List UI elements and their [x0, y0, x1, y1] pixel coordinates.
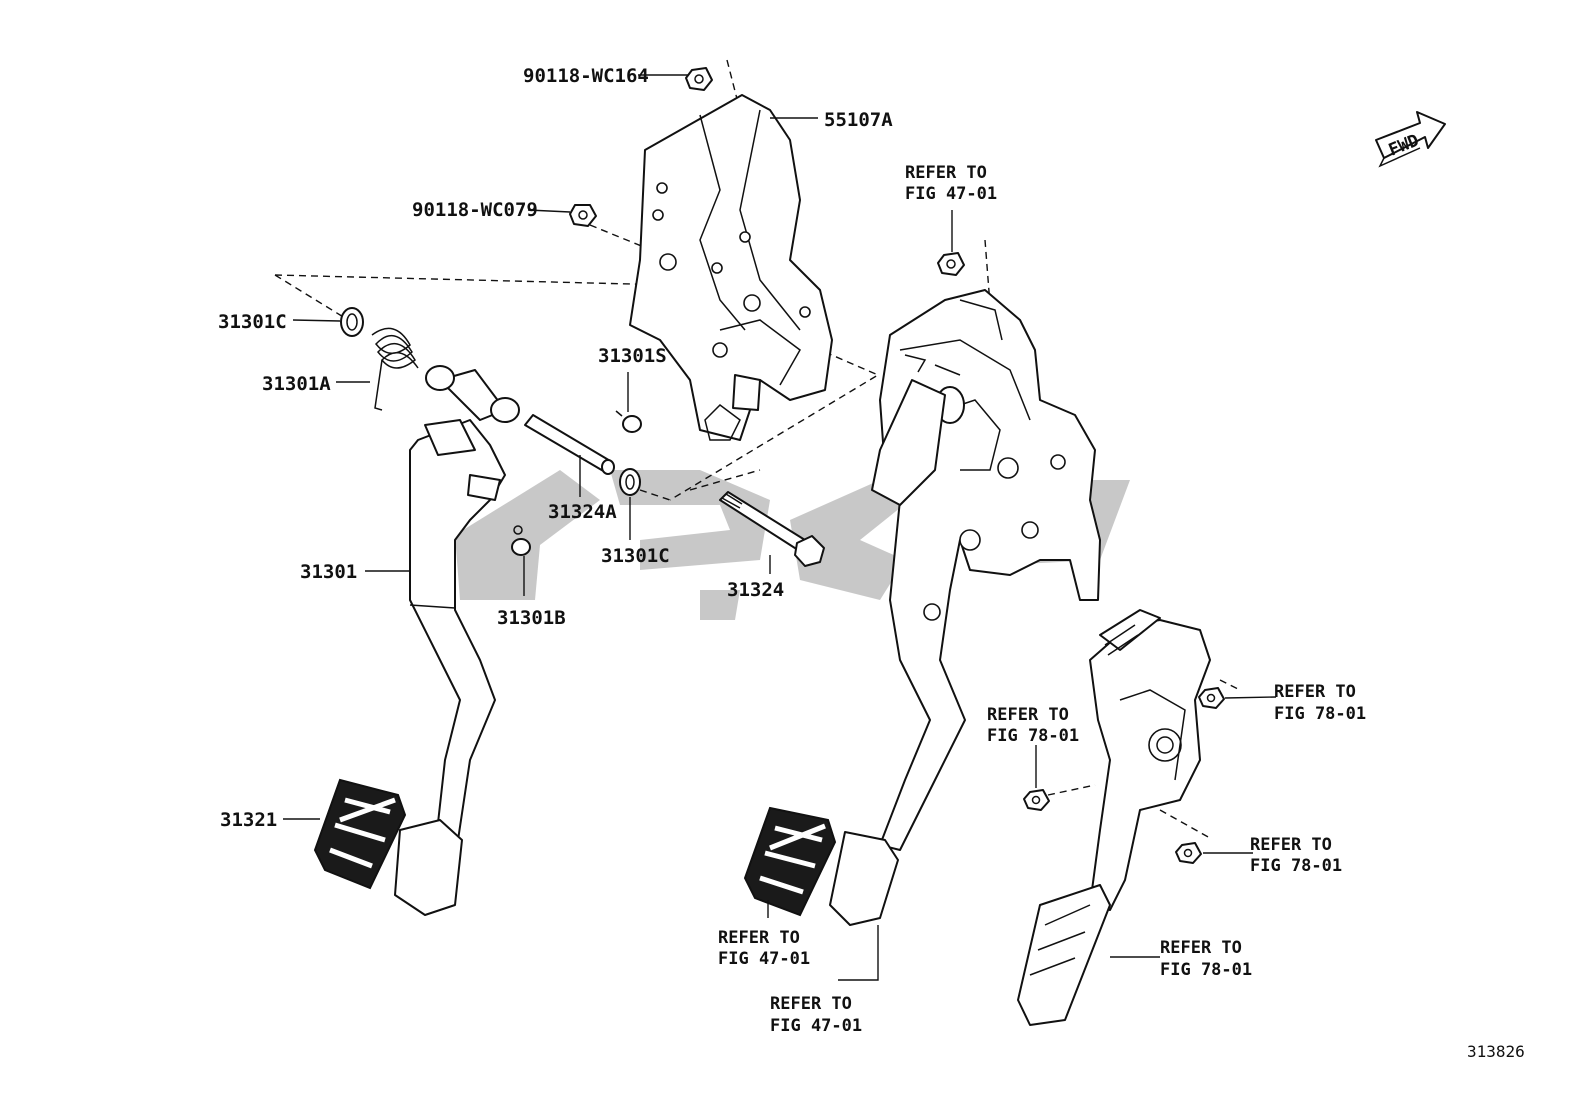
- nut-accel-1: [1198, 687, 1225, 709]
- callout-fig-line: FIG 78-01: [1160, 960, 1252, 980]
- callout-refer-line: REFER TO: [905, 163, 987, 183]
- label-31324a: 31324A: [548, 501, 617, 523]
- callout-refer-line: REFER TO: [770, 994, 852, 1014]
- bolt-31324: [719, 491, 825, 567]
- callout-refer-fig-47-01-top: REFER TO FIG 47-01: [905, 163, 997, 204]
- label-31301b: 31301B: [497, 607, 566, 629]
- bushing-31301c-bottom: [619, 468, 641, 496]
- nut-90118-wc079: [569, 204, 597, 227]
- callout-refer-fig-78-01-a: REFER TO FIG 78-01: [1274, 682, 1366, 724]
- diagram-number: 313826: [1467, 1042, 1525, 1061]
- callout-fig-line: FIG 78-01: [987, 726, 1079, 746]
- callout-refer-line: REFER TO: [1160, 938, 1242, 958]
- callout-refer-line: REFER TO: [718, 928, 800, 948]
- pedal-pad-brake: [743, 806, 837, 917]
- callout-refer-line: REFER TO: [1250, 835, 1332, 855]
- callout-fig-line: FIG 47-01: [905, 184, 997, 204]
- label-31301c-top: 31301C: [218, 311, 287, 333]
- pedal-pad-31321: [313, 778, 407, 890]
- pedal-bracket-55107a: [629, 94, 833, 441]
- label-31324: 31324: [727, 579, 784, 601]
- callout-refer-fig-78-01-b: REFER TO FIG 78-01: [987, 705, 1079, 746]
- forward-arrow-icon: FWD: [1375, 111, 1446, 168]
- label-31301c-bottom: 31301C: [601, 545, 670, 567]
- callout-refer-line: REFER TO: [987, 705, 1069, 725]
- return-spring-31301a: [371, 327, 419, 411]
- nut-accel-3: [1175, 842, 1202, 864]
- callout-refer-fig-47-01-pad: REFER TO FIG 47-01: [718, 928, 810, 969]
- callout-refer-fig-78-01-c: REFER TO FIG 78-01: [1250, 835, 1342, 876]
- stopper-31301s: [615, 410, 642, 433]
- clutch-pedal-31301: [394, 365, 520, 916]
- brake-pedal-assembly: [829, 289, 1101, 926]
- label-31301a: 31301A: [262, 373, 331, 395]
- callout-fig-line: FIG 78-01: [1274, 704, 1366, 724]
- accelerator-pedal-assembly: [1017, 609, 1211, 1026]
- stopper-31301b: [511, 525, 531, 556]
- nut-90118-wc164: [685, 67, 713, 91]
- leader-lines: [283, 74, 1277, 981]
- callout-refer-fig-47-01-bottom: REFER TO FIG 47-01: [770, 994, 862, 1036]
- callout-fig-line: FIG 78-01: [1250, 856, 1342, 876]
- callout-fig-line: FIG 47-01: [718, 949, 810, 969]
- label-90118-wc164: 90118-WC164: [523, 65, 649, 87]
- callout-refer-fig-78-01-d: REFER TO FIG 78-01: [1160, 938, 1252, 980]
- label-31301: 31301: [300, 561, 357, 583]
- label-90118-wc079: 90118-WC079: [412, 199, 538, 221]
- bushing-31301c-top: [340, 307, 364, 337]
- callout-refer-line: REFER TO: [1274, 682, 1356, 702]
- nut-brake-top: [937, 252, 965, 276]
- label-31301s: 31301S: [598, 345, 667, 367]
- nut-accel-2: [1023, 789, 1050, 811]
- label-31321: 31321: [220, 809, 277, 831]
- label-55107a: 55107A: [824, 109, 893, 131]
- callout-fig-line: FIG 47-01: [770, 1016, 862, 1036]
- pivot-pin-31324a: [524, 414, 615, 475]
